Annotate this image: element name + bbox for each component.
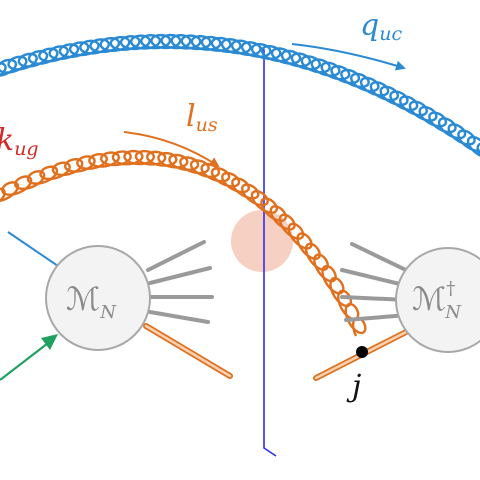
label-q-uc: quc — [360, 8, 402, 45]
label-m-n-dagger-right: ℳ†N — [412, 278, 462, 323]
vertex-j-dot — [356, 346, 368, 358]
label-m-n-left: ℳN — [66, 280, 117, 323]
left-amplitude-blob — [45, 245, 151, 351]
left-quark-leg — [144, 324, 232, 378]
right-amplitude-blob — [395, 247, 480, 353]
gluon-l-us — [0, 149, 367, 337]
l-us-momentum-arrow — [123, 131, 220, 168]
label-j: j — [346, 369, 361, 404]
gluon-q-uc — [0, 33, 480, 157]
q-uc-momentum-arrow — [291, 43, 406, 71]
green-arrow-head — [41, 334, 58, 350]
label-l-us: lus — [186, 99, 218, 136]
label-k-ug: kug — [0, 123, 39, 160]
green-external-line — [0, 339, 53, 381]
left-vertex-legs — [146, 240, 214, 324]
soft-region-blob — [231, 210, 293, 272]
blue-external-line — [7, 231, 59, 267]
